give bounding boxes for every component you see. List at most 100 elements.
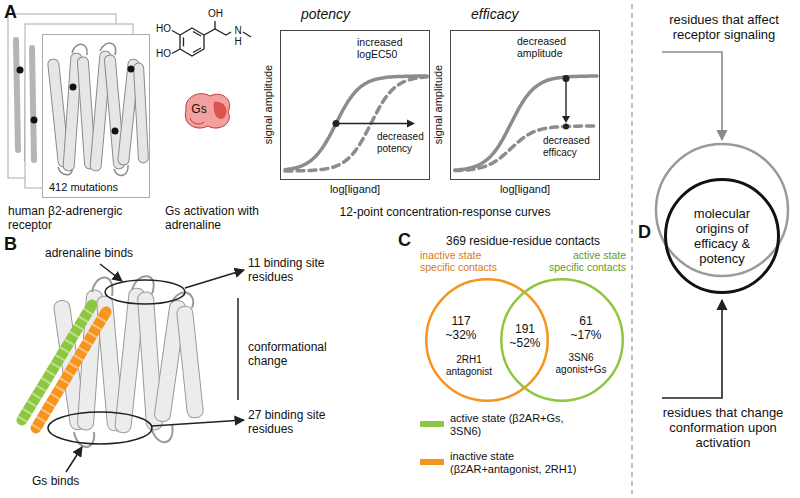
receptor-structure <box>152 424 173 442</box>
binding-site-marks <box>48 264 244 472</box>
plot-frame-shape <box>565 79 566 116</box>
protein-card-shape <box>114 165 128 175</box>
axis-label: log[ligand] <box>300 183 410 196</box>
plot-frame: efficacydecreased amplitudedecreased eff… <box>450 30 600 180</box>
plot-frame-shape <box>455 126 597 171</box>
plot-frame-shape <box>336 123 407 124</box>
plot-frame-shape <box>563 75 570 82</box>
plot-annotation: decreased efficacy <box>543 135 597 159</box>
caption-text: 412 mutations <box>49 181 145 194</box>
panel-divider <box>632 4 633 494</box>
plot-frame-shape <box>562 116 570 123</box>
protein-label: Gs <box>186 102 212 116</box>
figure-label: human β2-adrenergic receptor <box>8 204 160 232</box>
protein-card: 412 mutations <box>42 34 150 198</box>
protein-card-shape <box>128 66 135 73</box>
axis-label: signal amplitude <box>432 55 445 155</box>
plot-frame-shape <box>285 77 427 171</box>
protein-card-shape <box>133 63 148 163</box>
plot-frame: potencyincreased logEC50decreased potenc… <box>280 30 430 180</box>
protein-cards <box>16 40 18 150</box>
protein-card-shape <box>58 43 128 175</box>
structure-label: 2RH1 antagonist <box>441 354 497 378</box>
structure-label: 3SN6 agonist+Gs <box>552 352 610 376</box>
venn-outer <box>656 52 788 398</box>
plot-frame-shape <box>285 76 427 170</box>
panel-letter: A <box>4 2 24 23</box>
receptor-structure <box>176 305 204 418</box>
binding-site-marks <box>185 270 244 288</box>
adrenaline-structure <box>243 32 251 37</box>
receptor-structure <box>36 312 106 428</box>
receptor-structure <box>132 276 154 294</box>
adrenaline-structure <box>172 49 180 54</box>
venn-circle-shape <box>426 279 548 401</box>
panel-letter: D <box>638 222 656 243</box>
atom-label: H <box>232 36 244 48</box>
plot-annotation: decreased potency <box>377 131 427 155</box>
panel-title: 369 residue-residue contacts <box>420 234 626 248</box>
receptor-structure <box>74 432 94 447</box>
panel-letter: B <box>4 234 24 255</box>
callout-label: conformational change <box>248 340 348 368</box>
plot-frame-shape <box>407 120 415 128</box>
count-label: 117 ~32% <box>439 314 483 342</box>
legend-swatch <box>420 421 444 427</box>
set-heading: active state specific contacts <box>542 249 626 273</box>
venn-circle-shape <box>666 180 779 293</box>
protein-card-shape <box>47 51 148 172</box>
binding-site-marks <box>237 298 239 400</box>
legend-swatch <box>420 459 444 465</box>
adrenaline-structure <box>172 21 251 56</box>
venn-outer <box>662 52 722 140</box>
concept-label: residues that affect receptor signaling <box>654 12 794 42</box>
callout-label: 11 binding site residues <box>248 256 340 284</box>
protein-cards <box>31 117 38 124</box>
adrenaline-structure <box>180 28 204 56</box>
gs-protein-shape <box>185 94 229 128</box>
adrenaline-structure <box>183 38 184 47</box>
venn-circle: molecular origins of efficacy & potency <box>664 178 780 294</box>
binding-site-marks <box>66 447 82 472</box>
atom-label: HO <box>154 48 171 60</box>
concept-label: residues that change conformation upon a… <box>652 405 794 450</box>
legend-text: active state (β2AR+Gs, 3SN6) <box>450 412 570 438</box>
adrenaline-structure <box>193 32 201 37</box>
legend-text: inactive state (β2AR+antagonist, 2RH1) <box>450 450 600 476</box>
venn-circle-shape <box>501 279 623 401</box>
protein-cards <box>32 48 34 160</box>
callout-label: Gs binds <box>32 474 102 488</box>
adrenaline-structure <box>193 48 201 53</box>
count-label: 191 ~52% <box>503 322 547 350</box>
plot-annotation: decreased amplitude <box>517 35 581 59</box>
figure-label: Gs activation with adrenaline <box>165 204 265 232</box>
venn-outer <box>662 300 722 398</box>
plot-frame-shape <box>281 31 431 181</box>
adrenaline-structure <box>204 29 231 35</box>
panel-letter: C <box>398 230 418 251</box>
protein-cards <box>32 48 34 160</box>
concept-label: molecular origins of efficacy & potency <box>677 206 767 266</box>
plot-frame-shape <box>455 76 597 170</box>
receptor-structure <box>22 276 204 447</box>
plot-frame-shape <box>563 124 569 130</box>
gs-protein-shape <box>214 102 227 119</box>
gs-protein: Gs <box>178 88 238 132</box>
venn-outer <box>656 144 788 276</box>
set-heading: inactive state specific contacts <box>420 249 500 273</box>
panel-divider <box>631 4 632 494</box>
plot-title: efficacy <box>471 6 561 23</box>
atom-label: OH <box>207 8 224 20</box>
atom-label: HO <box>154 23 171 35</box>
figure-label: 12-point concentration-response curves <box>285 205 605 219</box>
binding-site-marks <box>105 280 185 304</box>
adrenaline-structure <box>214 21 215 29</box>
axis-label: signal amplitude <box>262 55 275 155</box>
gs-protein-shape <box>190 118 204 124</box>
adrenaline-structure <box>172 31 180 36</box>
receptor-structure <box>36 312 106 428</box>
protein-card-shape <box>72 44 87 55</box>
callout-label: adrenaline binds <box>45 246 160 260</box>
atom-label: N <box>232 25 244 37</box>
